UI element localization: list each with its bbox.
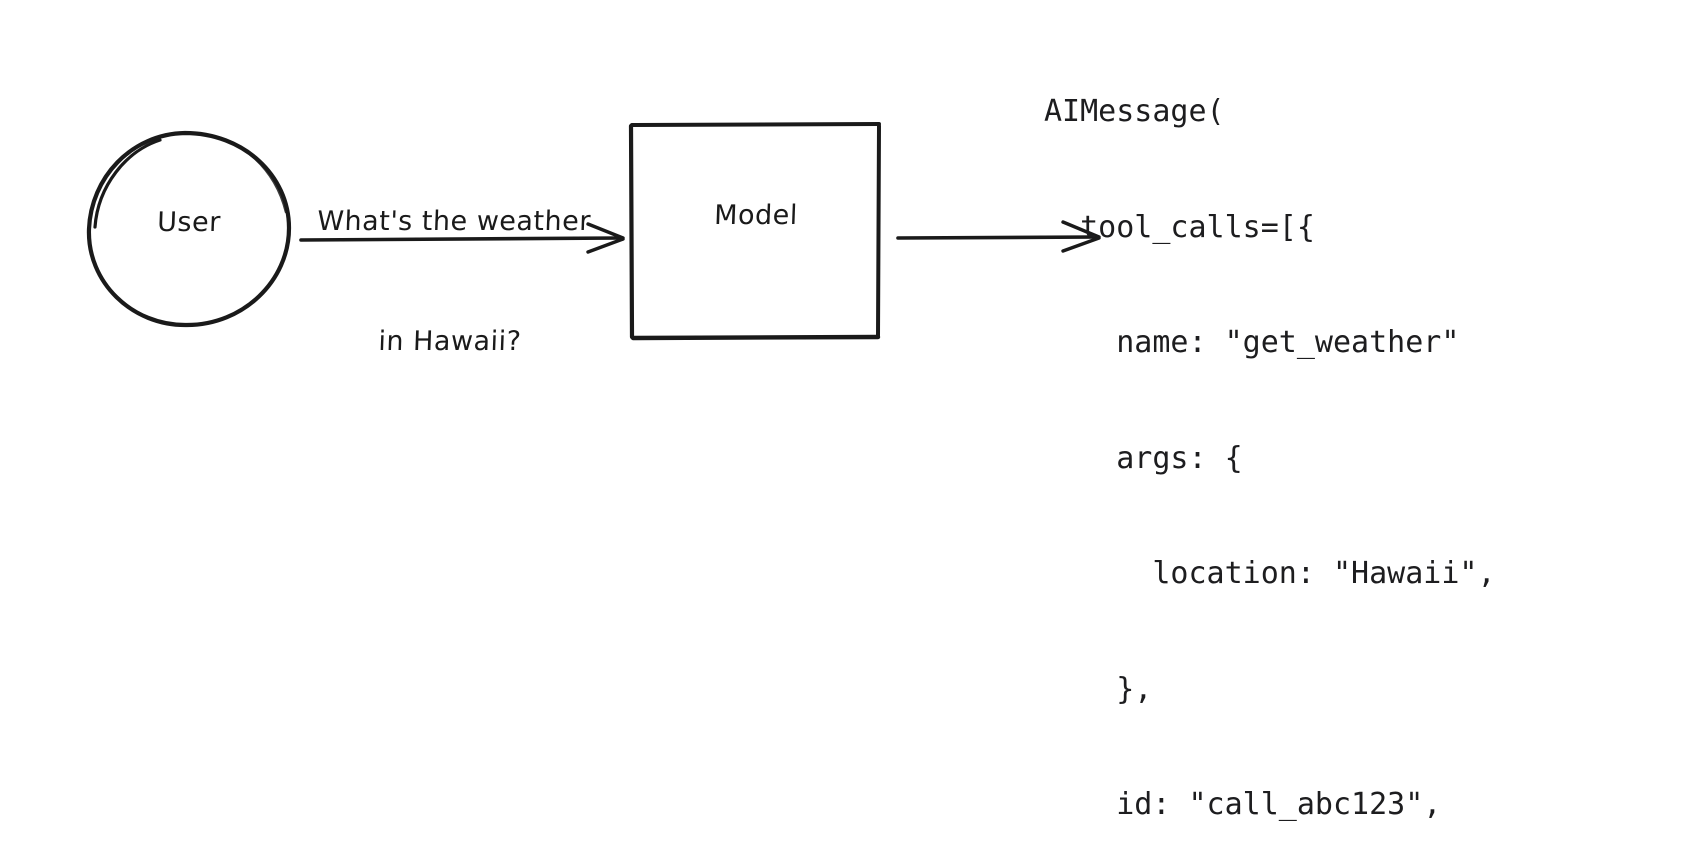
code-line: location: "Hawaii", (1044, 556, 1496, 591)
arrow-user-to-model (299, 222, 625, 254)
edge-label-line-2: in Hawaii? (377, 326, 522, 357)
user-node-label: User (156, 207, 222, 238)
code-line: AIMessage( (1044, 94, 1225, 129)
user-node-circle[interactable] (86, 130, 292, 328)
code-line: }, (1044, 671, 1153, 707)
code-line: id: "call_abc123", (1044, 787, 1442, 822)
edge-label-line-1: What's the weather (316, 206, 592, 237)
edge-label-user-to-model: What's the weather in Hawaii? (290, 122, 613, 442)
model-node-label: Model (713, 200, 799, 231)
code-line: args: { (1044, 440, 1243, 476)
code-line: tool_calls=[{ (1044, 209, 1315, 245)
model-node-box[interactable] (628, 122, 881, 341)
code-line: name: "get_weather" (1044, 325, 1460, 360)
arrow-model-to-output (896, 220, 1101, 253)
diagram-canvas: User Model What's the weather in Hawaii?… (86, 94, 1496, 822)
ai-message-code-block: AIMessage( tool_calls=[{ name: "get_weat… (1044, 16, 1496, 864)
diagram-sketch-layer (86, 122, 1101, 341)
